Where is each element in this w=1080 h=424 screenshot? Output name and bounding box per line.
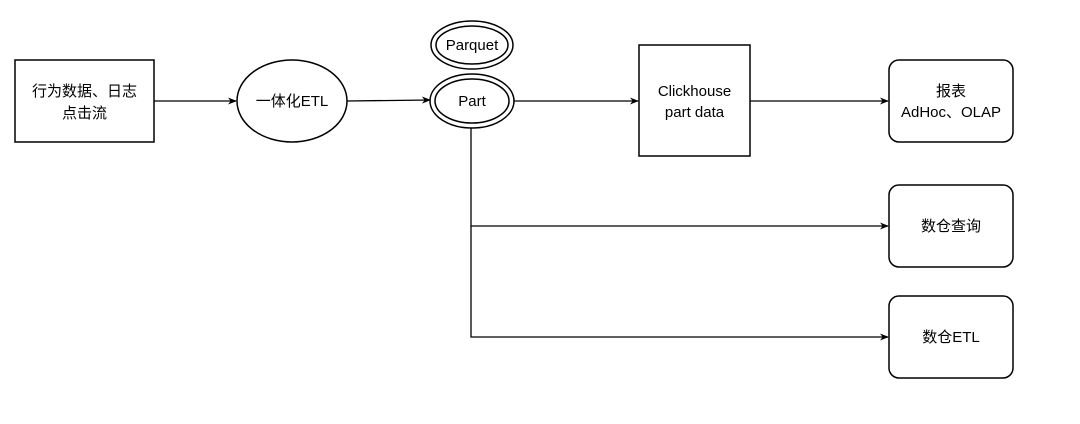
report-label-line1: 报表 bbox=[936, 83, 966, 100]
node-dw-query[interactable]: 数仓查询 bbox=[888, 184, 1014, 268]
dw-etl-box bbox=[888, 295, 1014, 379]
report-label-line2: AdHoc、OLAP bbox=[901, 104, 1001, 121]
node-dw-etl[interactable]: 数仓ETL bbox=[888, 295, 1014, 379]
part-label: Part bbox=[458, 93, 486, 110]
node-part[interactable]: Part bbox=[429, 73, 515, 129]
parquet-inner-ellipse bbox=[435, 25, 509, 65]
dw-query-box bbox=[888, 184, 1014, 268]
edge-etl-to-part bbox=[346, 96, 431, 104]
source-label-line1: 行为数据、日志 bbox=[32, 83, 137, 100]
report-box bbox=[888, 59, 1014, 143]
clickhouse-label-line1: Clickhouse bbox=[658, 83, 731, 100]
part-inner-ellipse bbox=[434, 78, 510, 124]
edge-part-to-dw-etl bbox=[470, 226, 889, 341]
etl-unified-label: 一体化ETL bbox=[256, 93, 329, 110]
clickhouse-box bbox=[638, 44, 751, 157]
node-etl-unified[interactable]: 一体化ETL bbox=[236, 59, 348, 143]
source-box bbox=[14, 59, 155, 143]
dw-query-label: 数仓查询 bbox=[921, 218, 981, 235]
etl-unified-ellipse bbox=[236, 59, 348, 143]
source-label-line2: 点击流 bbox=[62, 105, 107, 122]
node-source[interactable]: 行为数据、日志 点击流 bbox=[14, 59, 155, 143]
node-parquet[interactable]: Parquet bbox=[430, 20, 514, 70]
node-clickhouse[interactable]: Clickhouse part data bbox=[638, 44, 751, 157]
node-report[interactable]: 报表 AdHoc、OLAP bbox=[888, 59, 1014, 143]
parquet-label: Parquet bbox=[446, 37, 499, 54]
clickhouse-label-line2: part data bbox=[665, 104, 725, 121]
dw-etl-label: 数仓ETL bbox=[922, 329, 980, 346]
